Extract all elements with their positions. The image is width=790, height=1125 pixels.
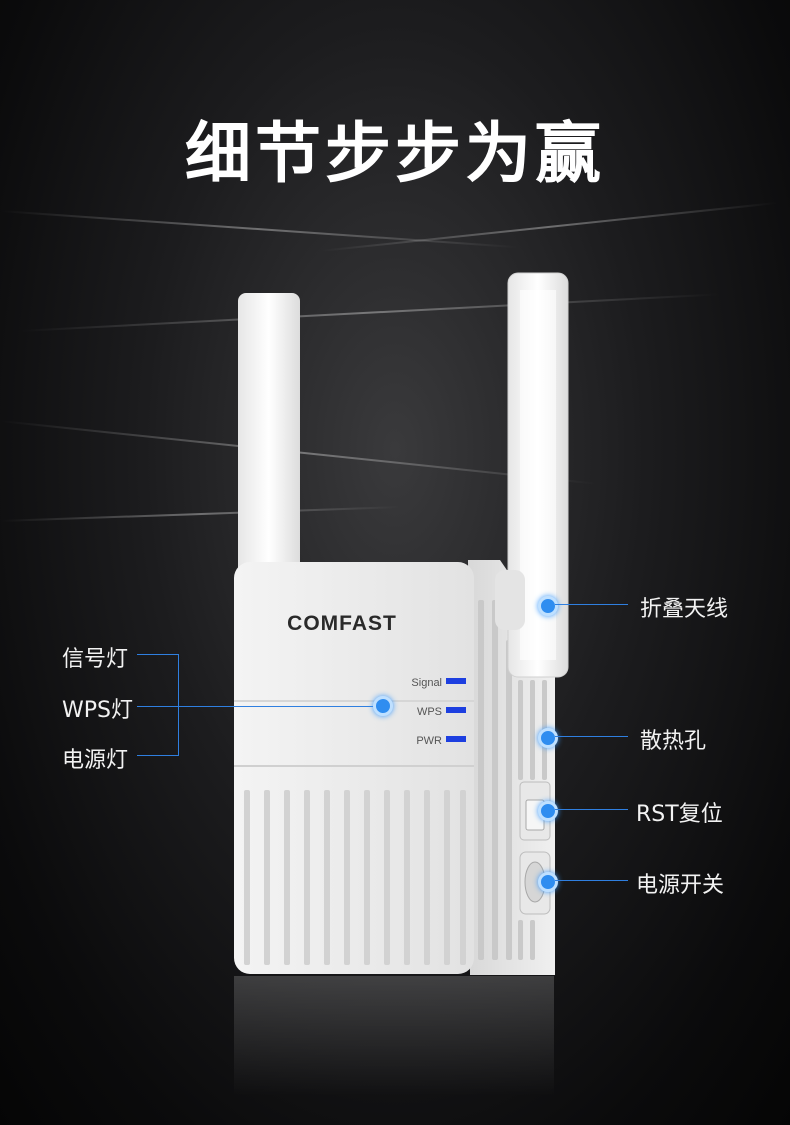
page-title: 细节步步为赢 <box>185 115 605 192</box>
brand-logo: COMFAST <box>287 612 397 635</box>
left-antenna <box>238 293 300 583</box>
led-label-pwr: PWR <box>416 735 442 747</box>
callout-line <box>178 654 179 756</box>
led-label-signal: Signal <box>411 677 442 689</box>
callout-wps-light: WPS灯 <box>62 698 133 723</box>
callout-vent: 散热孔 <box>640 729 707 754</box>
right-antenna <box>495 272 569 678</box>
device-body <box>234 562 474 974</box>
led-label-wps: WPS <box>417 706 442 718</box>
callout-dot <box>538 596 558 616</box>
callout-line <box>555 809 628 810</box>
callout-dot <box>538 872 558 892</box>
callout-dot <box>373 696 393 716</box>
callout-dot <box>538 728 558 748</box>
callout-power-switch: 电源开关 <box>636 873 725 898</box>
callout-power-light: 电源灯 <box>62 748 129 773</box>
callout-line <box>555 736 628 737</box>
callout-line <box>555 604 628 605</box>
callout-signal-light: 信号灯 <box>62 647 129 672</box>
callout-line <box>137 706 381 707</box>
callout-dot <box>538 801 558 821</box>
callout-line <box>137 654 179 655</box>
callout-line <box>555 880 628 881</box>
floor-reflection <box>234 976 554 1096</box>
callout-rst: RST复位 <box>636 802 723 827</box>
callout-antenna: 折叠天线 <box>640 597 729 622</box>
callout-line <box>137 755 179 756</box>
